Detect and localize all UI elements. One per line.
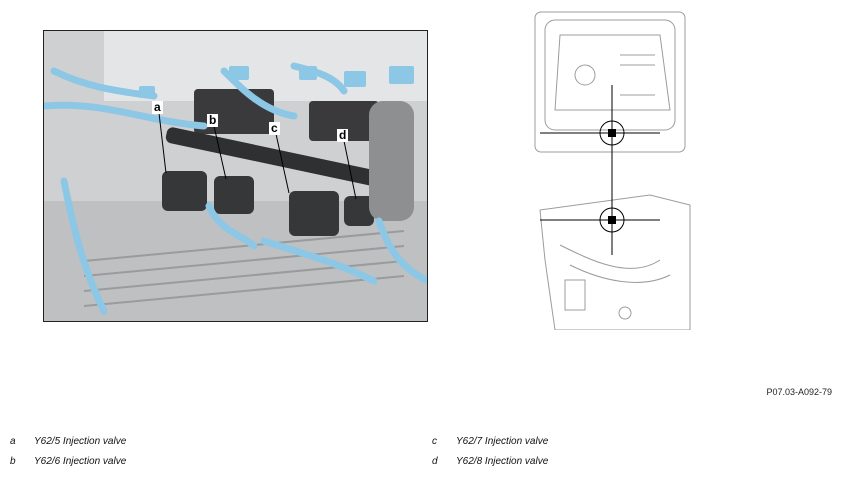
callout-c: c	[269, 121, 280, 135]
locator-drawing	[534, 11, 691, 331]
legend-right: c Y62/7 Injection valve d Y62/8 Injectio…	[432, 436, 548, 476]
callout-a: a	[152, 100, 163, 114]
legend-item-a: a Y62/5 Injection valve	[10, 436, 126, 456]
figure-reference-code: P07.03-A092-79	[766, 387, 832, 397]
legend-text: Y62/8 Injection valve	[456, 456, 549, 467]
callout-b: b	[207, 113, 219, 127]
locator-diagram	[530, 10, 700, 331]
legend-text: Y62/5 Injection valve	[34, 436, 127, 447]
legend-left: a Y62/5 Injection valve b Y62/6 Injectio…	[10, 436, 126, 476]
callout-d: d	[337, 128, 349, 142]
legend-key: b	[10, 456, 16, 467]
legend-key: c	[432, 436, 437, 447]
legend-key: a	[10, 436, 16, 447]
legend-item-c: c Y62/7 Injection valve	[432, 436, 548, 456]
engine-drawing	[44, 31, 427, 321]
legend-key: d	[432, 456, 438, 467]
legend-text: Y62/7 Injection valve	[456, 436, 549, 447]
legend-item-b: b Y62/6 Injection valve	[10, 456, 126, 476]
legend-text: Y62/6 Injection valve	[34, 456, 127, 467]
engine-illustration: a b c d	[43, 30, 428, 322]
legend-item-d: d Y62/8 Injection valve	[432, 456, 548, 476]
